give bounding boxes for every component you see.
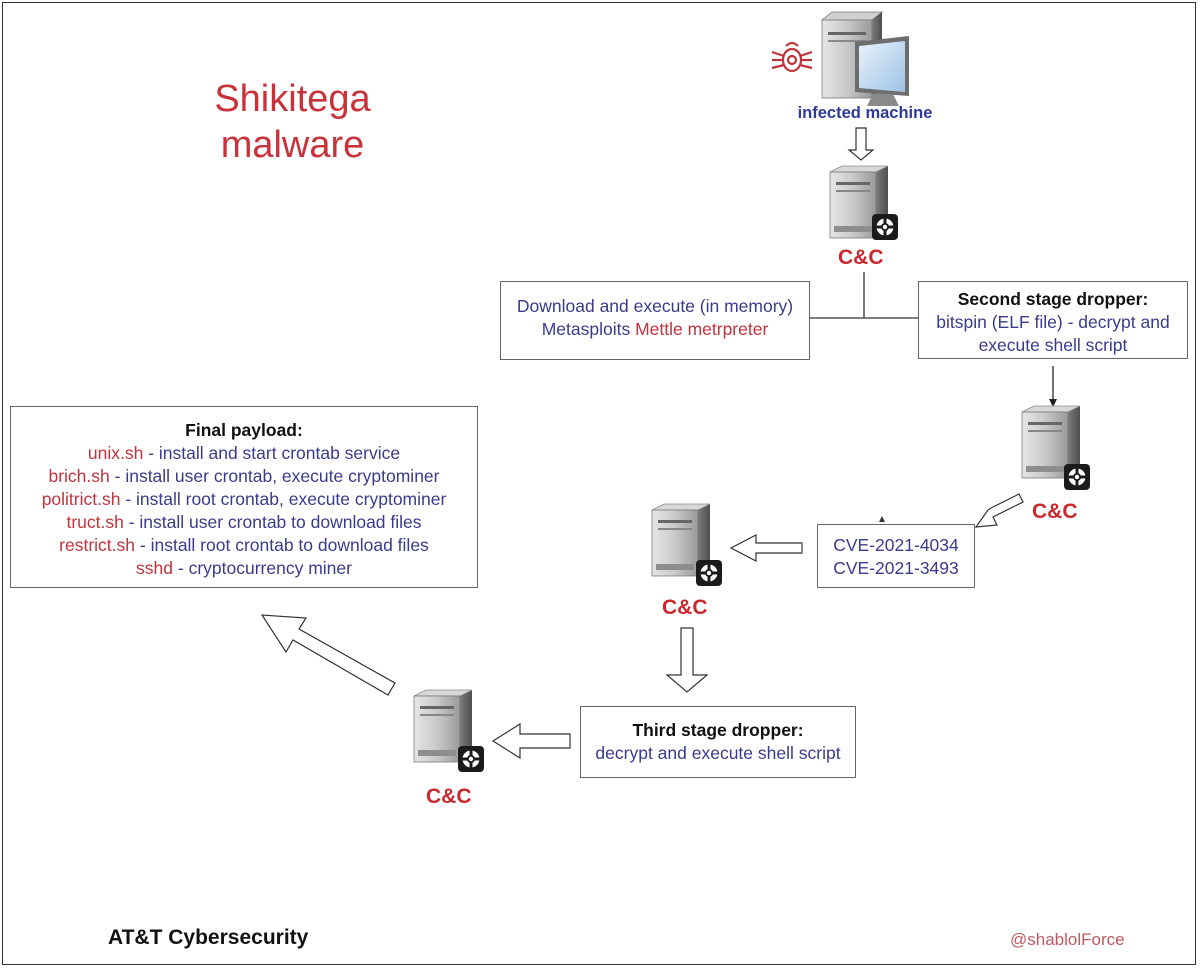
cc-server-middle bbox=[651, 503, 722, 586]
payload-item: brich.sh - install user crontab, execute… bbox=[48, 466, 440, 486]
second-stage-header: Second stage dropper: bbox=[957, 289, 1149, 309]
lifebuoy-icon bbox=[872, 214, 898, 240]
cc-label-top: C&C bbox=[838, 246, 884, 269]
second-stage-dropper-box: Second stage dropper: bitspin (ELF file)… bbox=[918, 281, 1188, 359]
third-stage-dropper-box: Third stage dropper: decrypt and execute… bbox=[580, 706, 856, 778]
title-line-1: Shikitega bbox=[214, 78, 371, 120]
final-payload-header: Final payload: bbox=[185, 420, 303, 440]
download-line-1: Download and execute (in memory) bbox=[516, 296, 794, 316]
payload-item: unix.sh - install and start crontab serv… bbox=[87, 443, 401, 463]
arrow-cc-to-final-payload bbox=[260, 614, 396, 696]
download-execute-box: Download and execute (in memory) Metaspl… bbox=[500, 281, 810, 360]
diagram-title: Shikitega malware bbox=[150, 76, 435, 168]
third-stage-header: Third stage dropper: bbox=[632, 720, 804, 740]
arrow-cc-to-third-stage bbox=[665, 627, 709, 693]
cve-box: CVE-2021-4034 CVE-2021-3493 bbox=[817, 524, 975, 588]
second-stage-line-2: execute shell script bbox=[978, 335, 1128, 355]
third-stage-line-1: decrypt and execute shell script bbox=[595, 743, 841, 763]
payload-item: restrict.sh - install root crontab to do… bbox=[59, 535, 429, 555]
arrow-cve-to-cc bbox=[729, 534, 803, 562]
mettle-highlight: Mettle metrpreter bbox=[635, 319, 769, 339]
arrow-infected-to-cc bbox=[847, 127, 875, 161]
lifebuoy-icon bbox=[696, 560, 722, 586]
arrow-cc-to-cve bbox=[974, 493, 1024, 528]
payload-item: truct.sh - install user crontab to downl… bbox=[66, 512, 422, 532]
monitor-icon bbox=[855, 36, 909, 106]
footer-brand: AT&T Cybersecurity bbox=[108, 926, 309, 949]
cve-line-2: CVE-2021-3493 bbox=[833, 558, 959, 578]
cc-label-right: C&C bbox=[1032, 500, 1078, 523]
title-line-2: malware bbox=[220, 124, 365, 166]
second-stage-line-1: bitspin (ELF file) - decrypt and bbox=[936, 312, 1170, 332]
payload-item: politrict.sh - install root crontab, exe… bbox=[41, 489, 447, 509]
cc-server-top bbox=[829, 165, 898, 240]
cc-server-bottom bbox=[413, 689, 484, 772]
infected-machine-label: infected machine bbox=[797, 104, 933, 122]
cc-label-middle: C&C bbox=[662, 596, 708, 619]
final-payload-box: Final payload: unix.sh - install and sta… bbox=[10, 406, 478, 588]
bug-icon bbox=[771, 41, 813, 73]
lifebuoy-icon bbox=[1064, 464, 1090, 490]
payload-item: sshd - cryptocurrency miner bbox=[136, 558, 352, 578]
lifebuoy-icon bbox=[458, 746, 484, 772]
arrow-third-stage-to-cc bbox=[491, 722, 571, 760]
cve-line-1: CVE-2021-4034 bbox=[833, 535, 959, 555]
download-line-2: Metasploits Mettle metrpreter bbox=[541, 319, 769, 339]
cc-label-bottom: C&C bbox=[426, 785, 472, 808]
cc-server-right bbox=[1021, 405, 1090, 490]
footer-handle: @shablolForce bbox=[1010, 930, 1125, 949]
